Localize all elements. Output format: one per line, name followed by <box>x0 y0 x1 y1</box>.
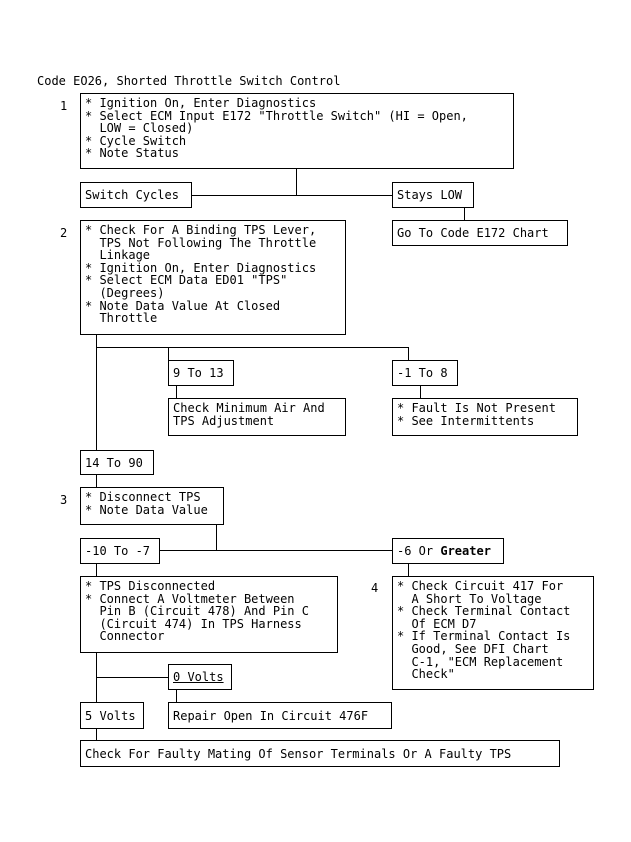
range-neg6-bold: Greater <box>440 544 491 558</box>
step3-box: * Disconnect TPS * Note Data Value <box>80 487 224 525</box>
step1-line: * Cycle Switch <box>85 133 187 148</box>
connector <box>408 347 409 360</box>
zero-volts-label: 0 Volts <box>173 670 224 684</box>
tps-line: (Circuit 474) In TPS Harness <box>85 616 302 631</box>
step-number-3: 3 <box>60 493 68 507</box>
step2-line: TPS Not Following The Throttle <box>85 235 317 250</box>
step1-box: * Ignition On, Enter Diagnostics * Selec… <box>80 93 514 169</box>
connector <box>408 563 409 576</box>
zero-volts-box: 0 Volts <box>168 664 232 690</box>
connector <box>176 689 177 702</box>
range-neg10-neg7-label: -10 To -7 <box>85 544 151 558</box>
check-faulty-box: Check For Faulty Mating Of Sensor Termin… <box>80 740 560 767</box>
fault-line: * Fault Is Not Present <box>397 401 556 415</box>
step2-line: * Check For A Binding TPS Lever, <box>85 223 317 237</box>
range-neg6-greater-box: -6 Or Greater <box>392 538 504 564</box>
step-number-1: 1 <box>60 99 68 113</box>
tps-line: Pin B (Circuit 478) And Pin C <box>85 604 309 619</box>
check-417-line: Good, See DFI Chart <box>397 641 549 656</box>
check-min-air-line: Check Minimum Air And <box>173 401 325 415</box>
connector <box>296 169 297 195</box>
range-neg1-8-label: -1 To 8 <box>397 366 448 380</box>
tps-line: Connector <box>85 629 165 644</box>
range-9-13-box: 9 To 13 <box>168 360 234 386</box>
step1-line: LOW = Closed) <box>85 121 194 136</box>
check-417-line: C-1, "ECM Replacement <box>397 654 564 669</box>
range-9-13-label: 9 To 13 <box>173 366 224 380</box>
check-417-line: * If Terminal Contact Is <box>397 629 571 644</box>
connector <box>96 563 97 576</box>
step2-line: (Degrees) <box>85 285 165 300</box>
connector <box>216 524 217 550</box>
step2-line: * Select ECM Data ED01 "TPS" <box>85 273 288 288</box>
tps-disconnected-box: * TPS Disconnected * Connect A Voltmeter… <box>80 576 338 653</box>
step2-line: * Ignition On, Enter Diagnostics <box>85 260 317 275</box>
stays-low-label: Stays LOW <box>397 188 463 202</box>
connector <box>160 550 392 551</box>
connector <box>176 385 177 398</box>
repair-open-label: Repair Open In Circuit 476F <box>173 708 369 723</box>
five-volts-box: 5 Volts <box>80 702 144 729</box>
connector <box>96 474 97 487</box>
connector <box>96 334 97 451</box>
fault-line: * See Intermittents <box>397 413 535 428</box>
check-417-line: Check" <box>397 667 455 682</box>
check-faulty-label: Check For Faulty Mating Of Sensor Termin… <box>85 746 512 761</box>
step-number-4: 4 <box>371 581 379 595</box>
tps-line: * TPS Disconnected <box>85 579 216 593</box>
range-14-90-label: 14 To 90 <box>85 455 143 470</box>
tps-line: * Connect A Voltmeter Between <box>85 591 295 606</box>
go-to-e172-box: Go To Code E172 Chart <box>392 220 568 246</box>
repair-open-box: Repair Open In Circuit 476F <box>168 702 392 729</box>
check-417-line: * Check Terminal Contact <box>397 604 571 619</box>
page-title: Code EO26, Shorted Throttle Switch Contr… <box>37 74 341 88</box>
fault-not-present-box: * Fault Is Not Present * See Intermitten… <box>392 398 578 436</box>
step3-line: * Note Data Value <box>85 502 208 517</box>
stays-low-box: Stays LOW <box>392 182 474 208</box>
connector <box>168 347 169 360</box>
range-neg10-neg7-box: -10 To -7 <box>80 538 160 564</box>
check-min-air-line: TPS Adjustment <box>173 413 275 428</box>
check-417-line: * Check Circuit 417 For <box>397 579 564 593</box>
step1-line: * Select ECM Input E172 "Throttle Switch… <box>85 108 468 123</box>
step-number-2: 2 <box>60 226 68 240</box>
connector <box>464 207 465 220</box>
check-417-line: A Short To Voltage <box>397 591 542 606</box>
connector <box>420 385 421 398</box>
five-volts-label: 5 Volts <box>85 708 136 723</box>
step1-line: * Note Status <box>85 146 179 161</box>
connector <box>96 347 408 348</box>
switch-cycles-label: Switch Cycles <box>85 188 179 202</box>
check-417-line: Of ECM D7 <box>397 616 477 631</box>
check-417-box: * Check Circuit 417 For A Short To Volta… <box>392 576 594 690</box>
range-neg6-prefix: -6 Or <box>397 544 441 558</box>
step2-line: Linkage <box>85 248 151 263</box>
step2-box: * Check For A Binding TPS Lever, TPS Not… <box>80 220 346 335</box>
step3-line: * Disconnect TPS <box>85 490 201 504</box>
connector <box>96 677 168 678</box>
switch-cycles-box: Switch Cycles <box>80 182 192 208</box>
connector <box>192 195 392 196</box>
check-min-air-box: Check Minimum Air And TPS Adjustment <box>168 398 346 436</box>
connector <box>96 728 97 740</box>
go-to-e172-label: Go To Code E172 Chart <box>397 226 549 240</box>
range-14-90-box: 14 To 90 <box>80 450 154 475</box>
step1-line: * Ignition On, Enter Diagnostics <box>85 96 317 110</box>
step2-line: Throttle <box>85 311 158 326</box>
range-neg1-8-box: -1 To 8 <box>392 360 458 386</box>
step2-line: * Note Data Value At Closed <box>85 298 281 313</box>
